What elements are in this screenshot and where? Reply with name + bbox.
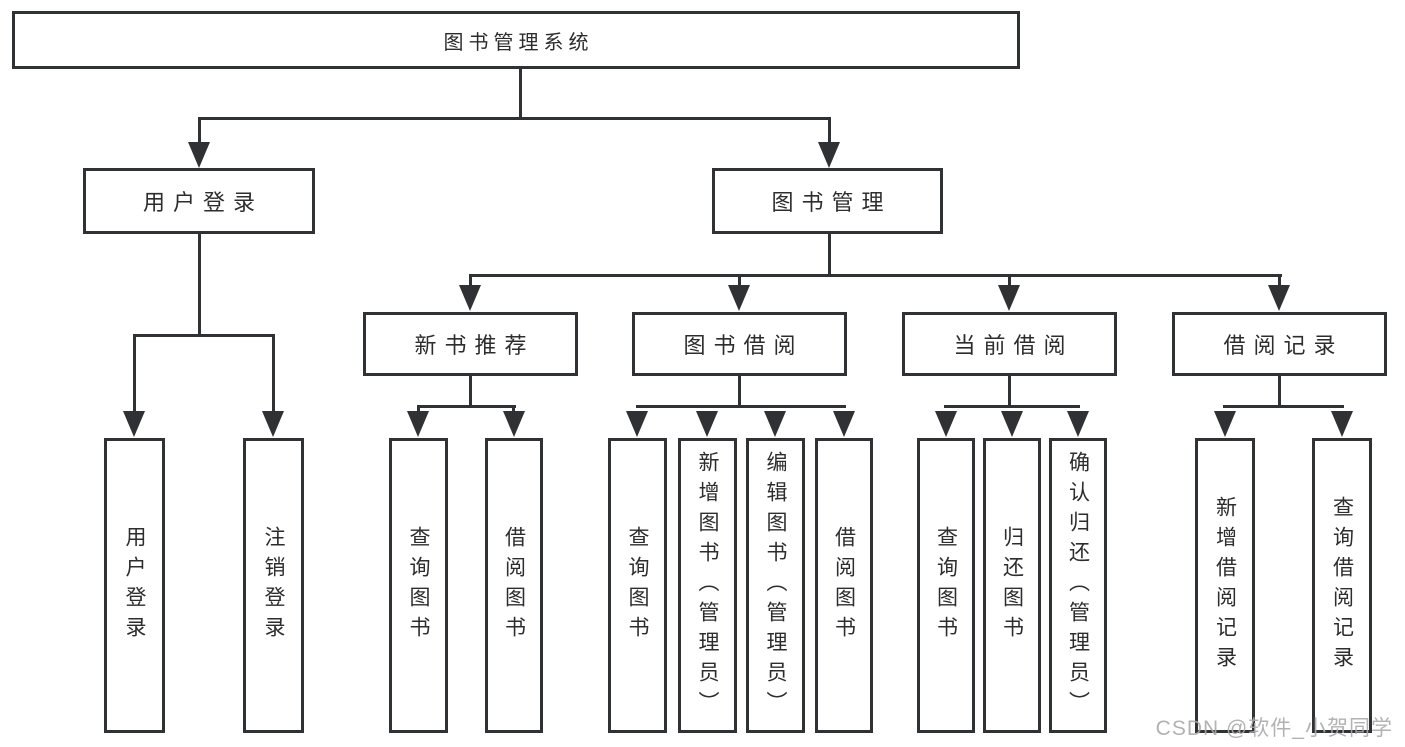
connector-stem	[738, 376, 741, 408]
leaf-label: 借阅图书	[832, 525, 856, 646]
leaf-label: 编辑图书（管理员）	[764, 450, 787, 721]
leaf-borrow-books: 借阅图书	[815, 438, 873, 733]
connector-stem	[469, 376, 472, 408]
arrow-down-icon	[188, 142, 210, 168]
connector-stem	[1008, 376, 1011, 408]
leaf-add-books-admin: 新增图书（管理员）	[678, 438, 737, 733]
arrow-down-icon	[998, 285, 1020, 311]
node-label: 图书管理系统	[443, 31, 594, 54]
connector-drop	[417, 405, 420, 415]
node-new-book-recommend: 新书推荐	[363, 312, 578, 376]
csdn-watermark: CSDN @软件_小贺同学	[1155, 717, 1393, 740]
connector-userlogin-stem	[198, 234, 201, 337]
node-label: 新书推荐	[414, 333, 535, 358]
leaf-label: 借阅图书	[502, 525, 526, 646]
leaf-label: 归还图书	[1000, 525, 1024, 646]
node-book-management: 图书管理	[712, 168, 943, 234]
node-label: 图书管理	[771, 190, 892, 215]
leaf-label: 查询图书	[934, 525, 958, 646]
connector-bar	[417, 405, 516, 408]
arrow-down-icon	[764, 411, 786, 437]
node-current-borrow: 当前借阅	[902, 312, 1117, 376]
leaf-confirm-return-admin: 确认归还（管理员）	[1049, 438, 1107, 733]
leaf-label: 注销登录	[262, 525, 285, 646]
connector-drop	[1278, 274, 1281, 288]
node-book-borrow: 图书借阅	[632, 312, 847, 376]
arrow-down-icon	[696, 411, 718, 437]
node-label: 当前借阅	[953, 333, 1074, 358]
arrow-down-icon	[1331, 411, 1353, 437]
connector-drop	[738, 274, 741, 288]
arrow-down-icon	[1001, 411, 1023, 437]
connector-drop	[512, 405, 515, 415]
connector-bar	[636, 405, 846, 408]
arrow-down-icon	[262, 411, 284, 437]
connector-bar	[1223, 405, 1344, 408]
leaf-logout: 注销登录	[243, 438, 304, 733]
leaf-query-books-recommend: 查询图书	[389, 438, 448, 733]
node-label: 图书借阅	[683, 333, 804, 358]
leaf-label: 新增图书（管理员）	[696, 450, 719, 721]
connector-root-bar	[198, 117, 831, 120]
arrow-down-icon	[833, 411, 855, 437]
leaf-query-books-borrow: 查询图书	[608, 438, 667, 733]
connector-bookmgmt-stem	[828, 234, 831, 277]
connector-bar	[944, 405, 1080, 408]
connector-drop	[828, 117, 831, 145]
leaf-label: 查询图书	[626, 525, 649, 646]
leaf-return-books: 归还图书	[983, 438, 1041, 733]
leaf-borrow-books-recommend: 借阅图书	[485, 438, 543, 733]
connector-drop	[133, 334, 136, 412]
connector-userlogin-bar	[133, 334, 275, 337]
connector-drop	[1008, 274, 1011, 288]
arrow-down-icon	[935, 411, 957, 437]
node-label: 借阅记录	[1223, 333, 1344, 358]
arrow-down-icon	[818, 142, 840, 168]
connector-drop	[272, 334, 275, 412]
arrow-down-icon	[503, 411, 525, 437]
node-label: 用户登录	[142, 190, 263, 215]
connector-drop	[469, 274, 472, 288]
leaf-user-login: 用户登录	[104, 438, 165, 733]
arrow-down-icon	[459, 285, 481, 311]
leaf-label: 查询借阅记录	[1330, 495, 1354, 676]
leaf-query-borrow-record: 查询借阅记录	[1312, 438, 1372, 733]
arrow-down-icon	[626, 411, 648, 437]
connector-stem	[1278, 376, 1281, 408]
leaf-label: 用户登录	[123, 525, 146, 646]
connector-root-stem	[519, 69, 522, 119]
arrow-down-icon	[1268, 285, 1290, 311]
leaf-label: 新增借阅记录	[1213, 495, 1237, 676]
leaf-add-borrow-record: 新增借阅记录	[1195, 438, 1255, 733]
node-root-library-system: 图书管理系统	[12, 11, 1020, 69]
arrow-down-icon	[1214, 411, 1236, 437]
arrow-down-icon	[1067, 411, 1089, 437]
node-borrow-records: 借阅记录	[1172, 312, 1387, 376]
connector-bookmgmt-bar	[469, 274, 1282, 277]
leaf-label: 确认归还（管理员）	[1066, 450, 1090, 721]
leaf-label: 查询图书	[407, 525, 430, 646]
leaf-query-books-current: 查询图书	[917, 438, 975, 733]
leaf-edit-books-admin: 编辑图书（管理员）	[746, 438, 805, 733]
arrow-down-icon	[123, 411, 145, 437]
arrow-down-icon	[407, 411, 429, 437]
connector-drop	[198, 117, 201, 145]
arrow-down-icon	[728, 285, 750, 311]
node-user-login: 用户登录	[83, 168, 315, 234]
